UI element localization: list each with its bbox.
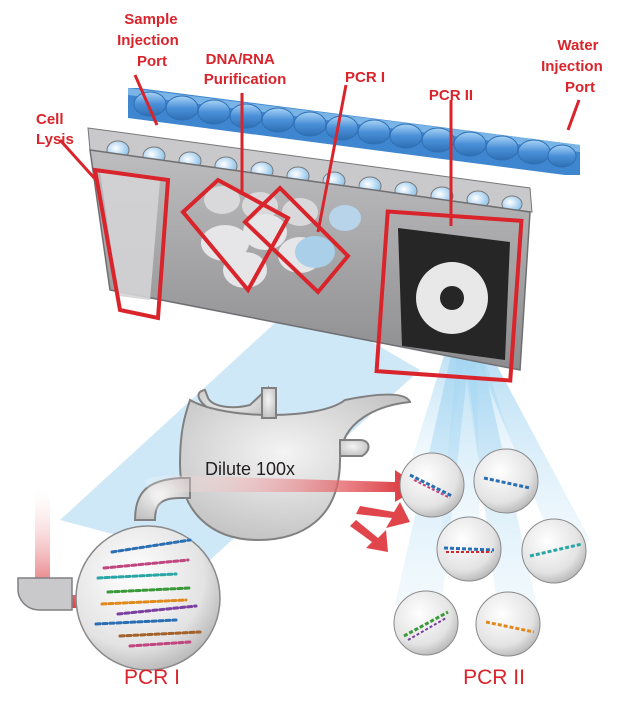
pcr-one-top-label: PCR I <box>345 69 385 86</box>
cell-lysis-label: Cell Lysis <box>36 111 74 148</box>
pcr-well-cluster <box>416 262 488 334</box>
tube-array <box>133 91 577 168</box>
pcr-two-well <box>393 590 459 656</box>
pcr-one-box <box>242 185 351 295</box>
microfluidic-cartridge <box>87 88 580 383</box>
dilute-label: Dilute 100x <box>205 459 295 479</box>
sample-injection-port-label: Sample Injection Port <box>117 11 183 70</box>
pcr-one-chamber <box>75 525 221 671</box>
pcr-two-top-label: PCR II <box>429 87 473 104</box>
pcr-two-chambers <box>393 448 587 657</box>
pcr-two-well <box>473 448 539 514</box>
purification-box <box>180 177 291 294</box>
pcr-two-box <box>374 209 524 383</box>
water-injection-port-label: Water Injection Port <box>541 37 607 96</box>
pcr-two-well <box>436 516 502 582</box>
arrow-icon <box>17 470 420 618</box>
cell-lysis-box <box>92 167 171 321</box>
pcr-one-bottom-label: PCR I <box>124 666 180 689</box>
pcr-two-well <box>521 518 587 584</box>
dna-strand-icon <box>94 538 202 648</box>
leader-lines <box>58 74 581 233</box>
pcr-two-well <box>475 591 541 657</box>
pcr-two-well <box>399 452 465 518</box>
purification-label: DNA/RNA Purification <box>204 51 287 88</box>
pcr-two-bottom-label: PCR II <box>463 666 525 689</box>
